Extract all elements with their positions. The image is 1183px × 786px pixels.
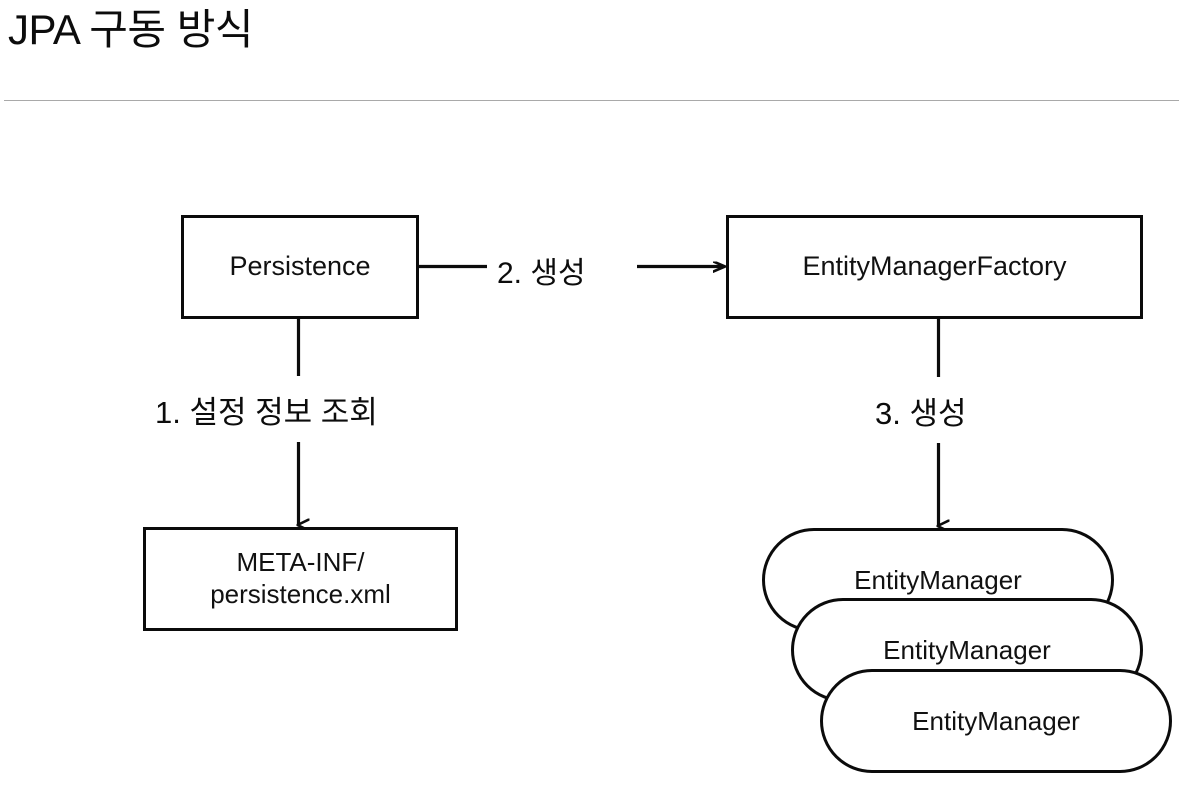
page-title: JPA 구동 방식 (8, 6, 254, 53)
node-entity-manager-factory[interactable]: EntityManagerFactory (726, 215, 1143, 319)
node-persistence[interactable]: Persistence (181, 215, 419, 319)
node-entity-manager-3[interactable]: EntityManager (820, 669, 1172, 773)
edge-label-step-3: 3. 생성 (875, 396, 967, 431)
node-persistence-xml[interactable]: META-INF/ persistence.xml (143, 527, 458, 631)
title-divider (4, 100, 1179, 101)
edge-label-step-1: 1. 설정 정보 조회 (155, 395, 378, 430)
edge-label-step-2: 2. 생성 (497, 257, 586, 290)
